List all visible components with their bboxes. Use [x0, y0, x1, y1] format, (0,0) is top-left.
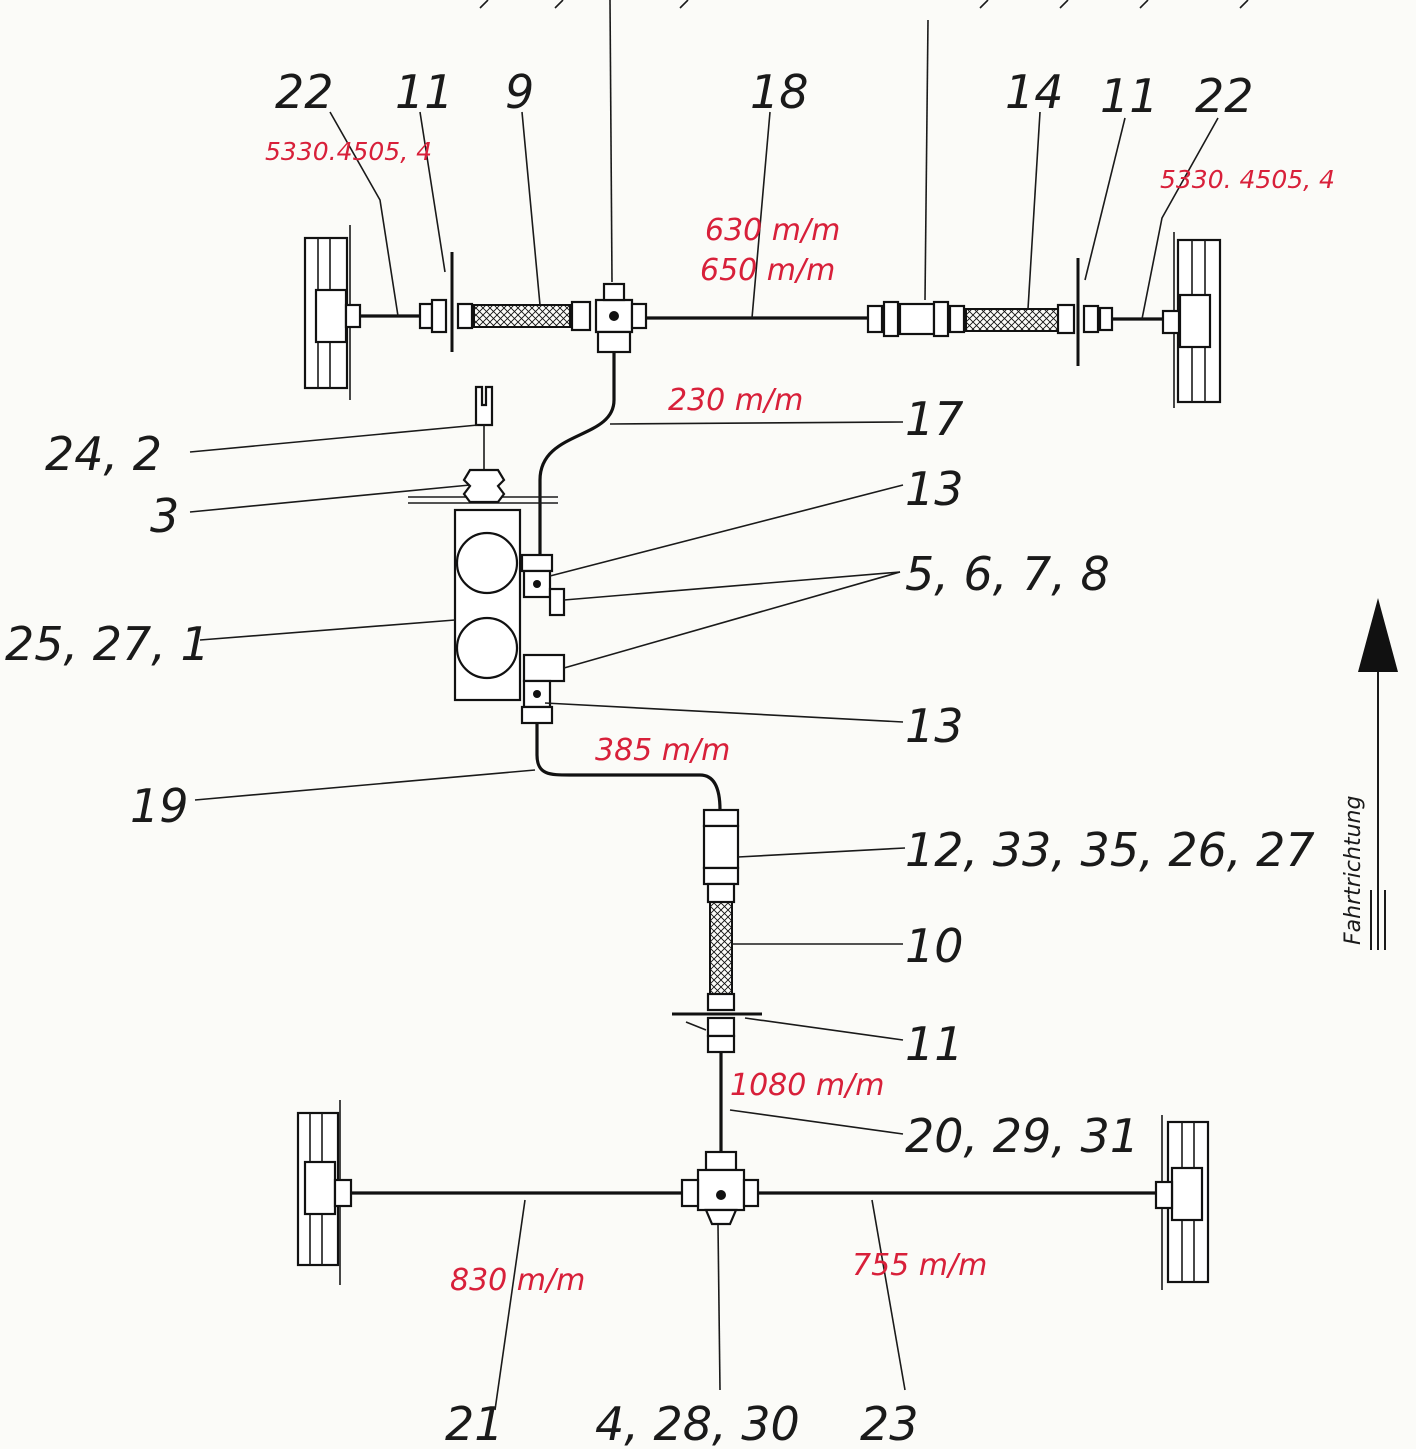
master-cylinder	[408, 385, 566, 725]
label-5-6-7-8: 5, 6, 7, 8	[905, 547, 1110, 601]
direction-label: Fahrtrichtung	[1341, 796, 1366, 945]
front-left-brake-drum	[303, 225, 362, 400]
label-17: 17	[905, 392, 964, 446]
label-25-27-1: 25, 27, 1	[5, 617, 210, 671]
part-no-right: 5330. 4505, 4	[1160, 165, 1335, 194]
length-20: 1080 m/m	[730, 1068, 884, 1103]
length-19: 385 m/m	[595, 733, 730, 768]
label-9: 9	[505, 65, 534, 119]
label-13-upper: 13	[905, 462, 964, 516]
part-number-labels: 22 11 9 18 14 11 22 24, 2 3 25, 27, 1 17…	[5, 65, 1315, 1449]
label-12-33-35-26-27: 12, 33, 35, 26, 27	[905, 823, 1315, 877]
label-14: 14	[1005, 65, 1064, 119]
label-18: 18	[750, 65, 809, 119]
label-21: 21	[445, 1397, 504, 1449]
label-23: 23	[860, 1397, 919, 1449]
label-3: 3	[150, 489, 179, 543]
leader-lines	[189, 111, 1219, 1411]
red-annotations: 5330.4505, 4 5330. 4505, 4 630 m/m 650 m…	[265, 137, 1335, 1298]
label-11-front-left: 11	[395, 65, 454, 119]
label-24-2: 24, 2	[45, 427, 162, 481]
length-18-a: 630 m/m	[705, 213, 840, 248]
length-23: 755 m/m	[852, 1248, 987, 1283]
length-17: 230 m/m	[668, 383, 803, 418]
label-11-front-right: 11	[1100, 69, 1159, 123]
up-arrow-icon	[1358, 598, 1398, 672]
label-22-front-right: 22	[1195, 69, 1254, 123]
label-22-front-left: 22	[275, 65, 334, 119]
rear-left-brake-drum	[296, 1100, 353, 1285]
top-cutoff-leaders	[479, 0, 1249, 301]
label-11-rear: 11	[905, 1017, 964, 1071]
label-4-28-30: 4, 28, 30	[595, 1397, 800, 1449]
front-right-brake-drum	[1161, 232, 1222, 408]
rear-right-brake-drum	[1154, 1115, 1210, 1290]
part-no-left: 5330.4505, 4	[265, 137, 432, 166]
label-13-lower: 13	[905, 699, 964, 753]
label-20-29-31: 20, 29, 31	[905, 1109, 1139, 1163]
front-brake-lines	[360, 252, 1163, 555]
rear-brake-lines	[350, 723, 1160, 1226]
direction-indicator: Fahrtrichtung	[1341, 598, 1398, 950]
label-19: 19	[130, 779, 189, 833]
label-10: 10	[905, 919, 964, 973]
length-18-b: 650 m/m	[700, 253, 835, 288]
length-21: 830 m/m	[450, 1263, 585, 1298]
